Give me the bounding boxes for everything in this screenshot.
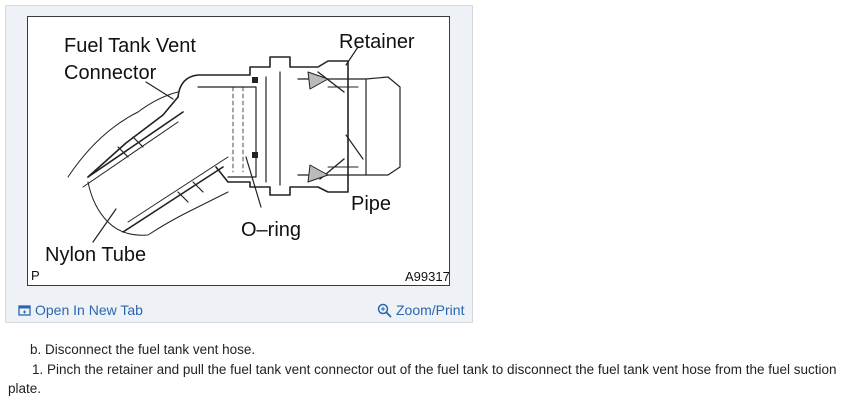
label-fuel-tank-vent: Fuel Tank Vent bbox=[64, 35, 196, 57]
instructions: b. Disconnect the fuel tank vent hose. 1… bbox=[8, 340, 838, 399]
label-o-ring: O–ring bbox=[241, 219, 302, 241]
corner-label-p: P bbox=[31, 268, 40, 283]
open-new-tab-icon bbox=[18, 304, 31, 316]
label-retainer: Retainer bbox=[339, 31, 415, 53]
label-pipe: Pipe bbox=[351, 193, 392, 215]
label-connector: Connector bbox=[64, 62, 157, 84]
connector-diagram: Fuel Tank Vent Connector Retainer Pipe O… bbox=[27, 16, 450, 286]
step-1-text: 1. Pinch the retainer and pull the fuel … bbox=[8, 361, 837, 397]
zoom-print-label: Zoom/Print bbox=[396, 302, 465, 318]
figure-id: A99317 bbox=[405, 269, 450, 284]
figure-card: Fuel Tank Vent Connector Retainer Pipe O… bbox=[5, 5, 473, 323]
open-new-tab-link[interactable]: Open In New Tab bbox=[18, 302, 143, 318]
zoom-print-link[interactable]: Zoom/Print bbox=[377, 302, 464, 318]
diagram-drawing bbox=[67, 46, 401, 243]
label-nylon-tube: Nylon Tube bbox=[45, 244, 147, 266]
open-new-tab-label: Open In New Tab bbox=[35, 302, 143, 318]
step-b-text: b. Disconnect the fuel tank vent hose. bbox=[30, 342, 256, 357]
magnifier-icon bbox=[377, 303, 392, 317]
